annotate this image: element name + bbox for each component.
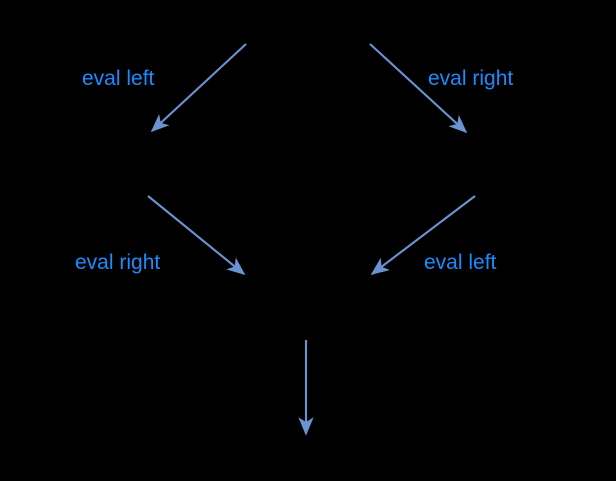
arrow-eval-right-top [369, 43, 468, 134]
edge-label-eval-right-top: eval right [428, 67, 514, 90]
arrow-eval-left-top [150, 43, 247, 133]
edge-label-eval-right-bottom: eval right [75, 251, 161, 274]
arrow-eval-left-bottom [370, 195, 476, 276]
arrow-eval-right-bottom [147, 195, 246, 276]
edge-label-eval-left-bottom: eval left [424, 251, 497, 274]
edge-label-eval-left-top: eval left [82, 67, 155, 90]
